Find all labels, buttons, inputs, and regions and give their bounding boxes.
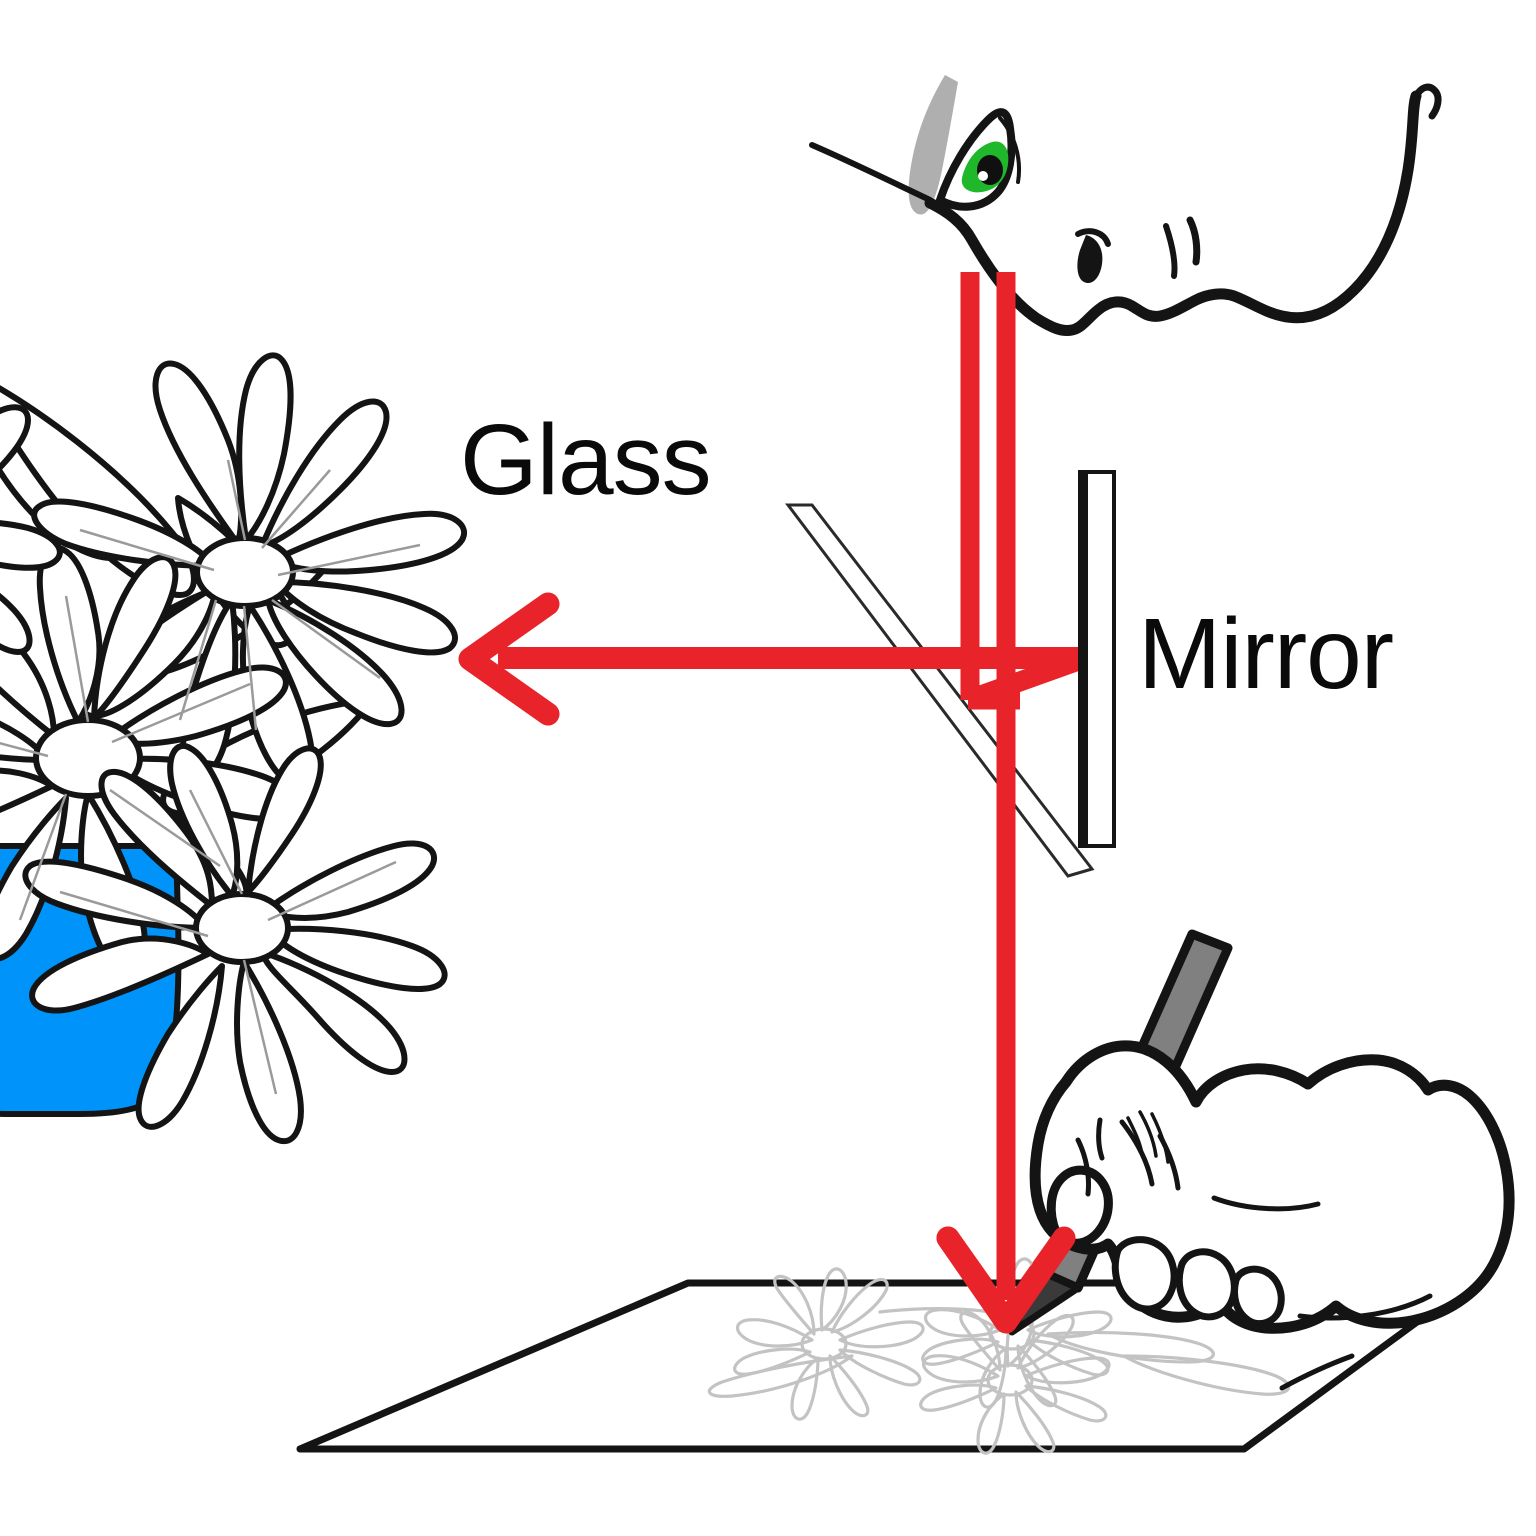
- mirror-plate: [1078, 470, 1116, 848]
- mirror-reflective-face: [1079, 472, 1088, 846]
- eyelash-line: [998, 116, 1021, 184]
- hand-with-pencil-group: [1008, 929, 1515, 1391]
- nostril: [1077, 235, 1103, 284]
- petal: [167, 743, 241, 899]
- ray-arrowhead-down-overlay: [936, 1226, 1076, 1334]
- eye-highlight: [978, 171, 988, 181]
- traced-flower-sketch: [707, 1257, 1291, 1455]
- glass-label: Glass: [460, 404, 712, 516]
- petal: [98, 768, 215, 909]
- petal: [271, 510, 467, 575]
- petal: [245, 745, 324, 895]
- hand-hair-strokes: [1126, 1110, 1170, 1164]
- finger-segment: [1231, 1265, 1285, 1327]
- petal: [234, 959, 304, 1145]
- face-profile: [924, 90, 1422, 336]
- petal: [91, 554, 179, 721]
- petal: [22, 858, 209, 931]
- lip-accent: [1163, 223, 1178, 279]
- petal-veins: [0, 459, 421, 1095]
- petal: [259, 949, 408, 1075]
- flower-vase-group: [0, 352, 467, 1145]
- glass-plate-body: [784, 503, 1095, 878]
- petal: [259, 398, 390, 549]
- petal: [236, 352, 294, 543]
- lip-accent: [1186, 216, 1201, 266]
- finger-knuckle: [1046, 1165, 1113, 1248]
- paper-shadow-line: [1279, 1353, 1355, 1391]
- petal: [31, 498, 217, 569]
- petal: [0, 404, 31, 472]
- petal: [0, 767, 55, 814]
- light-ray-path: [458, 272, 1084, 1332]
- petal: [273, 579, 458, 656]
- forehead-line: [809, 142, 933, 203]
- petal: [0, 592, 33, 655]
- ray-arrow-overlay: [936, 1180, 1076, 1334]
- daisy-flower: [22, 743, 448, 1145]
- petal: [263, 840, 437, 921]
- observer-face-group: [809, 75, 1442, 336]
- daisy-flower: [0, 404, 63, 655]
- flower-center: [193, 891, 291, 965]
- petal: [0, 520, 63, 571]
- petal: [135, 963, 225, 1130]
- mirror-label: Mirror: [1138, 598, 1394, 710]
- flower-center: [194, 535, 296, 609]
- ray-arrowhead-left: [458, 592, 560, 726]
- jaw-tail: [1412, 83, 1442, 120]
- nostril-curve: [1075, 228, 1111, 247]
- petal: [265, 597, 405, 728]
- petal: [29, 935, 211, 1014]
- glass-plate: [784, 503, 1095, 878]
- eyebrow: [908, 75, 958, 215]
- petal: [265, 925, 448, 992]
- finger-segment: [1111, 1236, 1178, 1313]
- finger-segment: [1175, 1248, 1238, 1321]
